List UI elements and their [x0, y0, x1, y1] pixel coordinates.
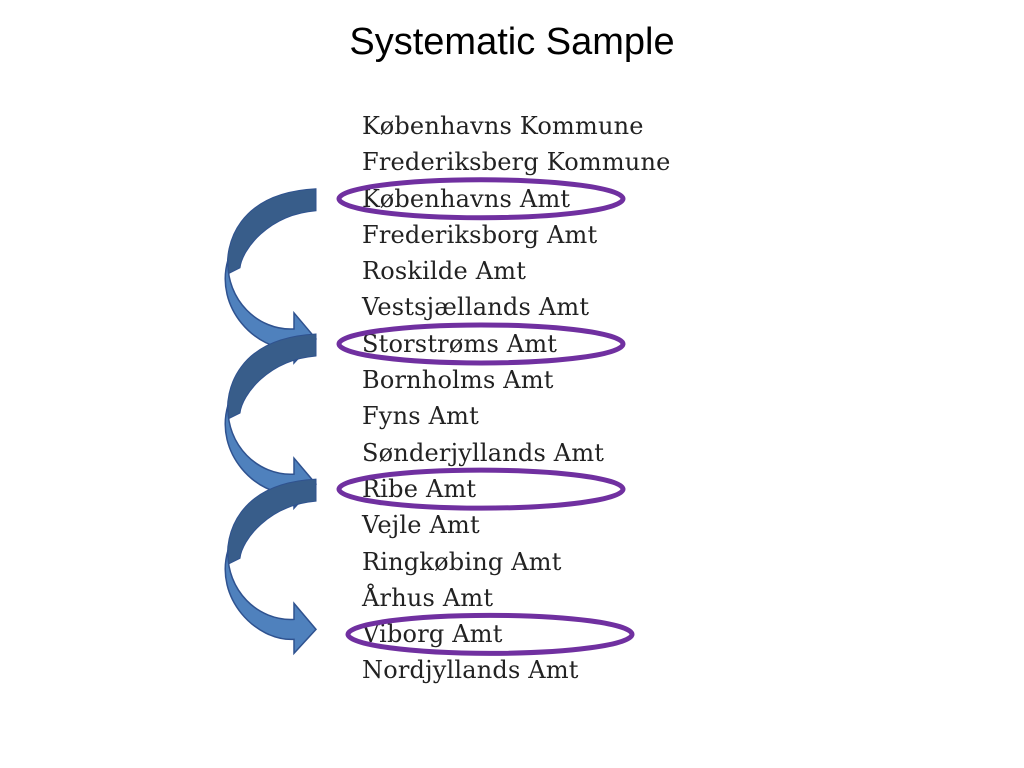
list-item: Københavns Kommune — [362, 112, 644, 140]
list-item: Ringkøbing Amt — [362, 547, 562, 576]
slide-title: Systematic Sample — [349, 21, 675, 63]
arrows-group — [224, 188, 317, 656]
curved-arrow — [224, 188, 317, 365]
district-list: Københavns Kommune Frederiksberg Kommune… — [362, 108, 671, 689]
list-item: Frederiksborg Amt — [362, 220, 598, 249]
curved-arrow — [224, 478, 317, 656]
curved-arrow — [224, 333, 317, 511]
list-item: Nordjyllands Amt — [362, 656, 579, 685]
list-item: Bornholms Amt — [362, 366, 554, 395]
list-item: Århus Amt — [362, 583, 494, 612]
list-item: Frederiksberg Kommune — [362, 148, 671, 177]
list-item: Københavns Amt — [362, 184, 571, 213]
list-item: Sønderjyllands Amt — [362, 438, 605, 467]
list-item: Viborg Amt — [362, 620, 503, 649]
list-item: Fyns Amt — [362, 402, 479, 431]
list-item: Vestsjællands Amt — [362, 293, 590, 322]
list-item: Ribe Amt — [362, 474, 477, 503]
list-item: Storstrøms Amt — [362, 329, 558, 358]
list-item: Vejle Amt — [362, 511, 480, 540]
list-item: Roskilde Amt — [362, 257, 527, 286]
